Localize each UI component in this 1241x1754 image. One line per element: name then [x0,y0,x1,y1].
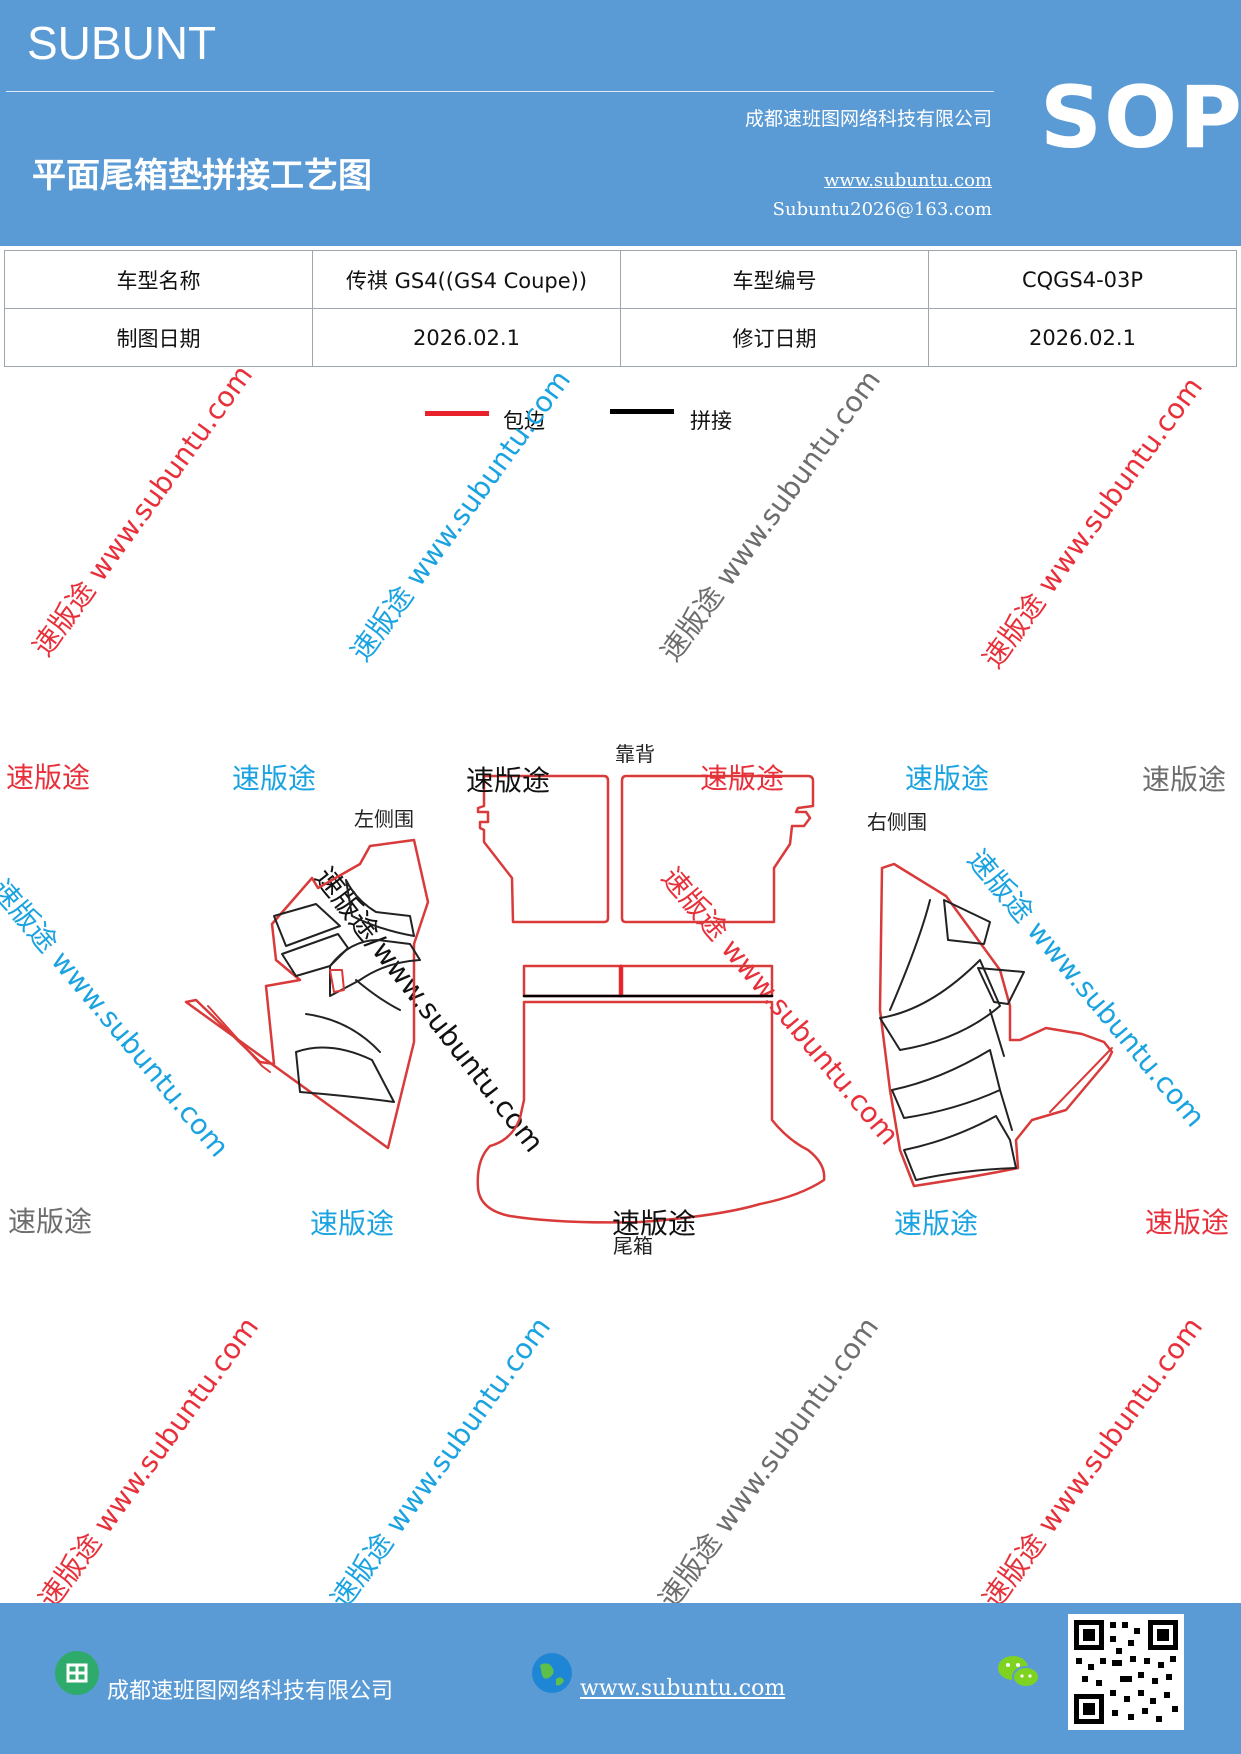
legend-edge-label: 包边 [503,409,545,433]
brand-watermark: 速版途 [894,1207,979,1240]
left-side-label: 左侧围 [354,807,414,831]
brand-watermark: 速版途 [1142,763,1227,796]
brand-watermark: 速版途 [466,764,551,797]
header-divider [6,91,994,92]
table-cell: 2026.02.1 [312,308,621,367]
sop-badge: SOP [1040,68,1241,168]
header-banner [0,0,1241,246]
qr-code[interactable] [1068,1614,1184,1730]
legend-edge-swatch [425,411,489,416]
footer-company: 成都速班图网络科技有限公司 [107,1679,394,1704]
footer-website[interactable]: www.subuntu.com [580,1676,786,1701]
brand-name: SUBUNT [27,17,217,69]
brand-watermark: 速版途 [8,1205,93,1238]
table-cell: CQGS4-03P [928,250,1237,309]
brand-watermark: 速版途 [232,762,317,795]
table-cell: 修订日期 [620,308,929,367]
website-link[interactable]: www.subuntu.com [824,170,992,191]
wechat-icon [996,1652,1042,1692]
table-cell: 制图日期 [4,308,313,367]
vehicle-info-table: 车型名称 传祺 GS4((GS4 Coupe)) 车型编号 CQGS4-03P … [4,250,1237,367]
legend-seam-label: 拼接 [690,409,732,433]
right-side-outer [878,862,1114,1188]
table-row: 制图日期 2026.02.1 修订日期 2026.02.1 [4,308,1237,367]
brand-watermark: 速版途 [700,762,785,795]
backrest-right-panel [620,774,815,924]
email-address: Subuntu2026@163.com [772,199,992,220]
right-side-inner [1049,1047,1113,1113]
table-cell: 传祺 GS4((GS4 Coupe)) [312,250,621,309]
company-name: 成都速班图网络科技有限公司 [744,108,992,130]
brand-watermark: 速版途 [1145,1206,1230,1239]
document-title: 平面尾箱垫拼接工艺图 [32,156,372,196]
brand-watermark: 速版途 [6,761,91,794]
backrest-left-panel [476,774,610,924]
trunk-strip-left [522,964,622,998]
brand-watermark: 速版途 [612,1207,697,1240]
table-cell: 车型编号 [620,250,929,309]
building-icon [55,1651,99,1695]
table-cell: 车型名称 [4,250,313,309]
globe-icon [530,1651,574,1695]
legend-seam-swatch [610,409,674,414]
backrest-label: 靠背 [615,742,655,766]
left-side-inner [207,1005,271,1073]
brand-watermark: 速版途 [310,1207,395,1240]
trunk-strip-right [620,964,774,998]
table-row: 车型名称 传祺 GS4((GS4 Coupe)) 车型编号 CQGS4-03P [4,250,1237,309]
trunk-label: 尾箱 [613,1234,653,1258]
right-side-label: 右侧围 [867,810,927,834]
table-cell: 2026.02.1 [928,308,1237,367]
brand-watermark: 速版途 [905,762,990,795]
trunk-main-panel [476,1000,826,1224]
